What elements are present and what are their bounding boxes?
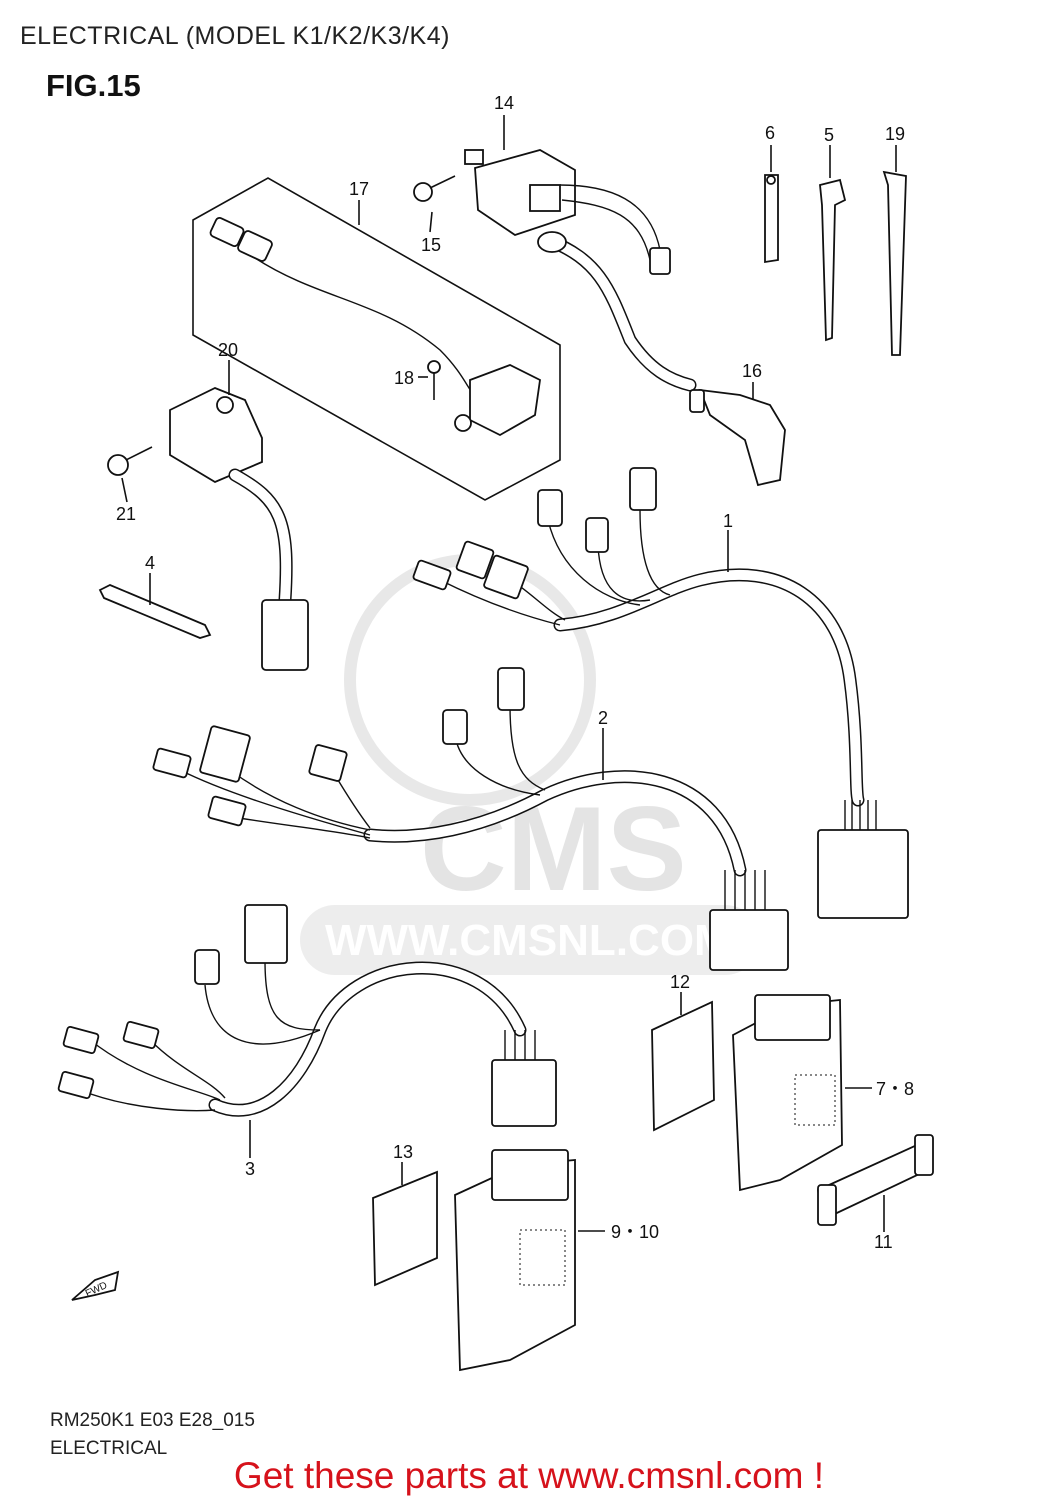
callout-18: 18 bbox=[394, 368, 414, 388]
callout-5: 5 bbox=[824, 125, 834, 145]
callout-3: 3 bbox=[245, 1159, 255, 1179]
part-3-wiring-harness bbox=[57, 904, 557, 1127]
callout-16: 16 bbox=[742, 361, 762, 381]
part-20-regulator bbox=[169, 387, 309, 671]
part-15-bolt bbox=[413, 175, 456, 202]
callout-6: 6 bbox=[765, 123, 775, 143]
part-5-tie-band bbox=[819, 178, 847, 342]
leader-lines bbox=[121, 115, 897, 1232]
part-14-ignition-coil bbox=[464, 149, 697, 392]
part-16-plug-cap bbox=[689, 388, 786, 487]
promo-link-text[interactable]: Get these parts at www.cmsnl.com ! bbox=[233, 1455, 825, 1496]
callout-4: 4 bbox=[145, 553, 155, 573]
part-12-label bbox=[651, 1000, 715, 1132]
callout-19: 19 bbox=[885, 124, 905, 144]
callout-12: 12 bbox=[670, 972, 690, 992]
callout-1: 1 bbox=[723, 511, 733, 531]
part-18-screw bbox=[427, 360, 441, 400]
watermark-text: WWW.CMSNL.COM bbox=[325, 916, 731, 965]
part-2-wiring-harness bbox=[152, 667, 789, 971]
callout-17: 17 bbox=[349, 179, 369, 199]
callout-21: 21 bbox=[116, 504, 136, 524]
diagram-name: ELECTRICAL bbox=[50, 1438, 168, 1459]
forward-direction-arrow: FWD bbox=[71, 1270, 120, 1301]
callout-14: 14 bbox=[494, 93, 514, 113]
page-title: ELECTRICAL (MODEL K1/K2/K3/K4) bbox=[20, 22, 450, 50]
part-17-pickup-coil-box bbox=[192, 177, 561, 501]
fwd-label: FWD bbox=[84, 1280, 109, 1300]
part-7-8-cdi-unit bbox=[732, 994, 843, 1192]
callout-13: 13 bbox=[393, 1142, 413, 1162]
figure-label: FIG.15 bbox=[46, 68, 141, 103]
callout-7-8: 7・8 bbox=[876, 1079, 914, 1099]
callout-2: 2 bbox=[598, 708, 608, 728]
watermark: CMS WWW.CMSNL.COM bbox=[300, 554, 760, 975]
diagram-code: RM250K1 E03 E28_015 bbox=[50, 1410, 255, 1431]
watermark-logo: CMS bbox=[420, 782, 687, 916]
callout-numbers: 14 17 15 6 5 19 16 20 18 21 4 1 2 3 12 7… bbox=[116, 93, 914, 1252]
part-4-bracket bbox=[98, 584, 212, 639]
part-19-tie-band bbox=[882, 170, 907, 356]
part-11-band bbox=[817, 1134, 934, 1226]
part-6-clamp bbox=[764, 174, 779, 264]
part-9-10-cdi-unit bbox=[454, 1149, 576, 1372]
part-13-label bbox=[372, 1170, 438, 1287]
callout-20: 20 bbox=[218, 340, 238, 360]
part-21-bolt bbox=[107, 446, 153, 476]
callout-11: 11 bbox=[874, 1232, 893, 1252]
part-1-wiring-harness bbox=[412, 467, 909, 919]
callout-15: 15 bbox=[421, 235, 441, 255]
callout-9-10: 9・10 bbox=[611, 1222, 659, 1242]
